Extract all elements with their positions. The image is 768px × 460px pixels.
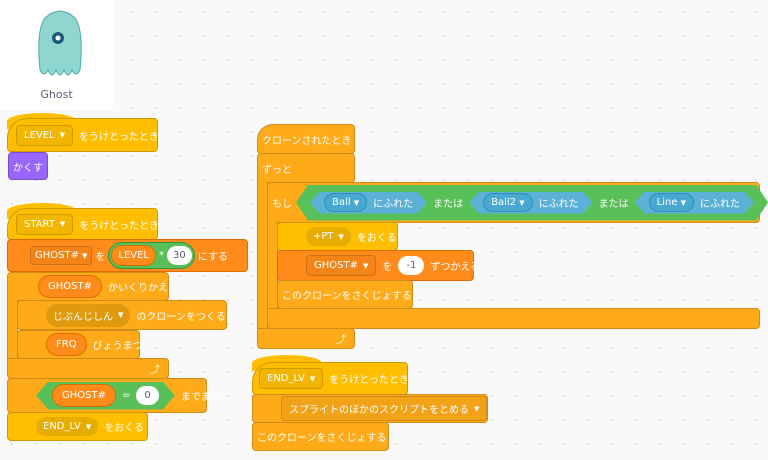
clone-target-dropdown[interactable]: じぶんじしん▼: [46, 303, 131, 327]
equals-operator[interactable]: GHOST# = 0: [36, 382, 175, 410]
operator-symbol: =: [121, 390, 131, 401]
when-clone-starts-hat[interactable]: クローンされたとき: [257, 124, 355, 154]
sprite-name: Ghost: [40, 88, 73, 101]
create-clone-block[interactable]: じぶんじしん▼ のクローンをつくる: [17, 300, 227, 330]
stop-block[interactable]: スプライトのほかのスクリプトをとめる▼: [252, 394, 488, 423]
loop-arrow-icon: ⤴: [150, 365, 160, 376]
delete-clone-block[interactable]: このクローンをさくじょする: [252, 422, 389, 451]
touching-block[interactable]: Line ▼ にふれた: [635, 192, 754, 214]
chevron-down-icon: ▼: [59, 220, 66, 228]
or-operator[interactable]: Ball ▼ にふれた または Ball2 ▼ にふれた または Line ▼ にふれ…: [296, 185, 768, 221]
broadcast-block[interactable]: END_LV▼ をおくる: [7, 412, 148, 441]
variable-dropdown[interactable]: GHOST#▼: [306, 255, 377, 276]
label: をおくる: [104, 423, 145, 434]
label: びょうまつ: [92, 341, 143, 352]
hide-label: かくす: [13, 162, 43, 174]
label: をおくる: [356, 233, 397, 244]
operator-symbol: *: [159, 250, 164, 261]
message-dropdown[interactable]: LEVEL▼: [16, 124, 74, 146]
repeat-block-end: ⤴: [7, 358, 169, 379]
chevron-down-icon: ▼: [309, 374, 316, 383]
level-reporter[interactable]: LEVEL: [111, 245, 156, 266]
chevron-down-icon: ▼: [59, 131, 66, 139]
chevron-down-icon: ▼: [353, 199, 360, 207]
message-dropdown[interactable]: END_LV▼: [259, 368, 324, 389]
ghost-sprite-icon: [38, 10, 82, 76]
if-block[interactable]: もし Ball ▼ にふれた または Ball2 ▼ にふれた または Line ▼…: [267, 182, 760, 223]
forever-block[interactable]: ずっと: [257, 153, 355, 183]
delete-clone-block[interactable]: このクローンをさくじょする: [277, 280, 413, 309]
touch-target-dropdown[interactable]: Line ▼: [649, 193, 694, 212]
label: を: [382, 262, 393, 273]
number-input[interactable]: -1: [398, 256, 425, 275]
label: のクローンをつくる: [136, 311, 226, 323]
hat-label: をうけとったとき: [79, 131, 159, 143]
chevron-down-icon: ▼: [118, 311, 124, 319]
number-input[interactable]: 30: [167, 246, 192, 265]
label: または: [598, 199, 629, 210]
touch-target-dropdown[interactable]: Ball2 ▼: [483, 193, 533, 212]
change-variable-block[interactable]: GHOST#▼ を -1 ずつかえる: [277, 250, 480, 281]
chevron-down-icon: ▼: [474, 404, 480, 413]
touching-block[interactable]: Ball ▼ にふれた: [310, 192, 427, 214]
label: もし: [272, 199, 292, 210]
chevron-down-icon: ▼: [81, 251, 88, 260]
wait-until-block[interactable]: GHOST# = 0 までまつ: [7, 378, 221, 413]
label: にふれた: [538, 199, 579, 210]
ghost-reporter[interactable]: GHOST#: [38, 275, 102, 298]
message-dropdown[interactable]: +PT▼: [306, 227, 351, 246]
when-receive-hat[interactable]: LEVEL▼ をうけとったとき: [7, 118, 159, 152]
label: このクローンをさくじょする: [257, 433, 387, 444]
touching-block[interactable]: Ball2 ▼ にふれた: [469, 192, 593, 214]
chevron-down-icon: ▼: [338, 232, 344, 241]
label: にふれた: [700, 199, 741, 210]
loop-arrow-icon: ⤴: [336, 335, 346, 346]
label: ずっと: [262, 164, 292, 176]
label: このクローンをさくじょする: [282, 291, 412, 302]
chevron-down-icon: ▼: [519, 199, 525, 207]
label: ずつかえる: [430, 262, 481, 273]
hide-block[interactable]: かくす: [8, 152, 48, 180]
if-block-end: [267, 308, 760, 329]
label: または: [433, 199, 464, 210]
touch-target-dropdown[interactable]: Ball ▼: [324, 193, 367, 212]
repeat-block[interactable]: GHOST# かいくりかえす: [7, 272, 178, 301]
broadcast-block[interactable]: +PT▼ をおくる: [277, 222, 398, 251]
ghost-reporter[interactable]: GHOST#: [52, 384, 116, 407]
chevron-down-icon: ▼: [362, 261, 369, 270]
label: までまつ: [180, 392, 221, 403]
sprite-tile[interactable]: Ghost: [0, 0, 113, 110]
multiply-operator[interactable]: LEVEL * 30: [108, 242, 195, 269]
chevron-down-icon: ▼: [680, 199, 687, 207]
frq-reporter[interactable]: FRQ: [46, 333, 87, 356]
label: かいくりかえす: [107, 283, 178, 294]
hat-label: クローンされたとき: [262, 135, 352, 147]
when-receive-hat[interactable]: END_LV▼ をうけとったとき: [252, 362, 409, 395]
set-variable-block[interactable]: GHOST#▼ を LEVEL * 30 にする: [7, 239, 248, 272]
hat-label: をうけとったとき: [79, 220, 159, 232]
label: を: [95, 252, 106, 263]
chevron-down-icon: ▼: [85, 422, 92, 431]
message-dropdown[interactable]: START▼: [16, 213, 74, 235]
hat-label: をうけとったとき: [329, 375, 409, 386]
label: にふれた: [373, 199, 414, 210]
stop-option-dropdown[interactable]: スプライトのほかのスクリプトをとめる▼: [281, 396, 488, 421]
wait-block[interactable]: FRQ びょうまつ: [17, 330, 143, 359]
message-dropdown[interactable]: END_LV▼: [36, 417, 99, 436]
variable-dropdown[interactable]: GHOST#▼: [30, 246, 93, 265]
number-input[interactable]: 0: [136, 386, 158, 405]
forever-block-end: ⤴: [257, 328, 355, 349]
when-receive-hat[interactable]: START▼ をうけとったとき: [7, 208, 159, 240]
label: にする: [197, 252, 228, 263]
